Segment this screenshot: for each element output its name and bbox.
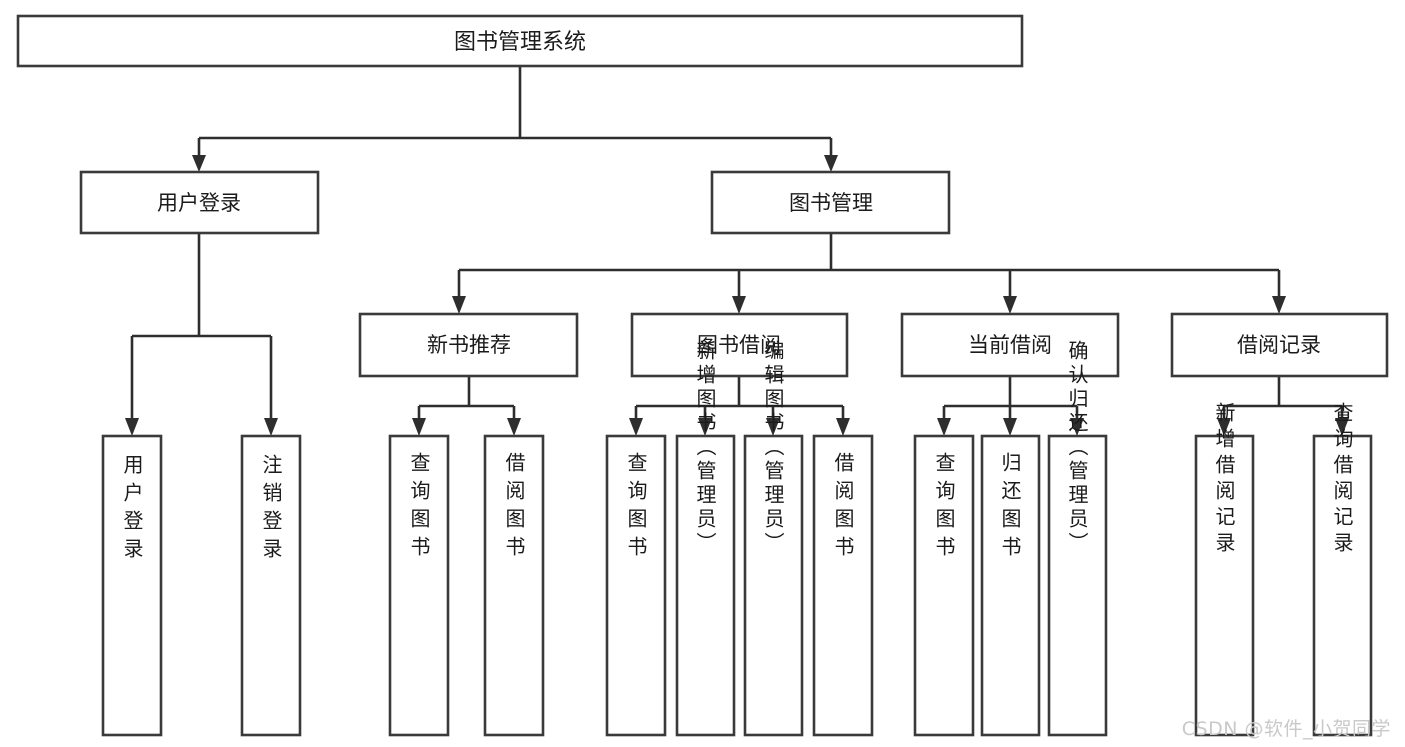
arrowhead-current-borrow <box>1003 296 1017 314</box>
node-user-login-box[interactable] <box>79 170 320 235</box>
node-book-management-box[interactable] <box>710 170 951 235</box>
node-leaf-borrow-book-1-label: 借阅图书 <box>502 452 526 564</box>
node-root-label: 图书管理系统 <box>454 30 586 55</box>
node-leaf-add-book-admin-box[interactable] <box>675 434 736 737</box>
node-leaf-add-borrow-record-label: 新增借阅记录 <box>1212 402 1236 558</box>
node-book-borrow-label: 图书借阅 <box>697 333 781 357</box>
node-user-login[interactable]: 用户登录 <box>79 170 320 235</box>
arrowhead-bb-leaf4 <box>836 418 850 436</box>
node-new-book-recommend-box[interactable] <box>358 312 579 378</box>
node-book-management[interactable]: 图书管理 <box>710 170 951 235</box>
node-leaf-logout-box[interactable] <box>240 434 302 737</box>
node-leaf-borrow-book-2-label: 借阅图书 <box>831 452 855 564</box>
node-leaf-return-book[interactable]: 归还图书 <box>980 434 1041 737</box>
node-user-login-label: 用户登录 <box>157 191 241 215</box>
arrowhead-new-book-rec <box>452 296 466 314</box>
node-leaf-query-book-1[interactable]: 查询图书 <box>388 434 450 737</box>
arrowhead-br-leaf1 <box>1217 418 1231 436</box>
node-borrow-record-label: 借阅记录 <box>1237 333 1321 357</box>
arrowhead-bb-leaf1 <box>629 418 643 436</box>
node-leaf-user-login-box[interactable] <box>101 434 163 737</box>
node-leaf-add-book-admin[interactable]: 新增图书（管理员） <box>675 340 736 737</box>
node-leaf-confirm-return-admin[interactable]: 确认归还（管理员） <box>1047 340 1108 737</box>
node-leaf-return-book-label: 归还图书 <box>998 452 1022 564</box>
node-leaf-edit-book-admin[interactable]: 编辑图书（管理员） <box>743 340 804 737</box>
node-current-borrow-label: 当前借阅 <box>968 333 1052 357</box>
node-leaf-confirm-return-admin-box[interactable] <box>1047 434 1108 737</box>
node-book-borrow[interactable]: 图书借阅 <box>630 312 849 378</box>
node-leaf-query-book-2-label: 查询图书 <box>624 452 648 564</box>
arrowhead-bb-leaf2 <box>698 418 712 436</box>
node-leaf-edit-book-admin-box[interactable] <box>743 434 804 737</box>
node-borrow-record[interactable]: 借阅记录 <box>1170 312 1389 378</box>
arrowhead-book-mgmt <box>824 155 838 172</box>
node-leaf-query-borrow-record-box[interactable] <box>1312 434 1373 737</box>
arrowhead-nbr-leaf1 <box>412 418 426 436</box>
node-new-book-recommend[interactable]: 新书推荐 <box>358 312 579 378</box>
node-leaf-add-borrow-record-box[interactable] <box>1194 434 1255 737</box>
arrowhead-user-login <box>192 155 206 172</box>
arrowhead-leaf-logout <box>264 418 278 436</box>
node-leaf-query-borrow-record-label: 查询借阅记录 <box>1330 402 1354 558</box>
node-leaf-query-book-3-label: 查询图书 <box>932 452 956 564</box>
node-current-borrow[interactable]: 当前借阅 <box>900 312 1120 378</box>
node-leaf-add-book-admin-label: 新增图书（管理员） <box>693 340 717 556</box>
node-leaf-borrow-book-2-box[interactable] <box>812 434 874 737</box>
node-leaf-borrow-book-1-box[interactable] <box>483 434 545 737</box>
node-book-borrow-box[interactable] <box>630 312 849 378</box>
node-leaf-user-login-label: 用户登录 <box>120 454 144 566</box>
node-leaf-add-borrow-record[interactable]: 新增借阅记录 <box>1194 402 1255 737</box>
node-book-management-label: 图书管理 <box>789 191 873 215</box>
node-leaf-user-login[interactable]: 用户登录 <box>101 434 163 737</box>
arrowhead-cb-leaf1 <box>937 418 951 436</box>
node-leaf-confirm-return-admin-label: 确认归还（管理员） <box>1065 340 1089 556</box>
node-leaf-query-book-1-box[interactable] <box>388 434 450 737</box>
arrowhead-nbr-leaf2 <box>507 418 521 436</box>
csdn-watermark: CSDN @软件_小贺同学 <box>1181 718 1391 740</box>
node-leaf-borrow-book-2[interactable]: 借阅图书 <box>812 434 874 737</box>
arrowhead-cb-leaf2 <box>1003 418 1017 436</box>
node-leaf-query-book-2[interactable]: 查询图书 <box>605 434 667 737</box>
node-leaf-logout-label: 注销登录 <box>259 454 283 566</box>
node-root[interactable]: 图书管理系统 <box>16 14 1024 68</box>
connector-layer <box>125 66 1349 436</box>
arrowhead-book-borrow <box>732 296 746 314</box>
node-leaf-edit-book-admin-label: 编辑图书（管理员） <box>761 340 785 556</box>
arrowhead-br-leaf2 <box>1335 418 1349 436</box>
node-leaf-query-book-3[interactable]: 查询图书 <box>913 434 975 737</box>
node-borrow-record-box[interactable] <box>1170 312 1389 378</box>
node-new-book-recommend-label: 新书推荐 <box>427 333 511 357</box>
arrowhead-borrow-record <box>1272 296 1286 314</box>
node-leaf-query-borrow-record[interactable]: 查询借阅记录 <box>1312 402 1373 737</box>
node-current-borrow-box[interactable] <box>900 312 1120 378</box>
node-leaf-query-book-3-box[interactable] <box>913 434 975 737</box>
node-leaf-borrow-book-1[interactable]: 借阅图书 <box>483 434 545 737</box>
node-leaf-query-book-2-box[interactable] <box>605 434 667 737</box>
arrowhead-bb-leaf3 <box>766 418 780 436</box>
arrowhead-leaf-user-login <box>125 418 139 436</box>
node-leaf-query-book-1-label: 查询图书 <box>407 452 431 564</box>
node-root-box[interactable] <box>16 14 1024 68</box>
arrowhead-cb-leaf3 <box>1070 418 1084 436</box>
node-leaf-logout[interactable]: 注销登录 <box>240 434 302 737</box>
node-leaf-return-book-box[interactable] <box>980 434 1041 737</box>
